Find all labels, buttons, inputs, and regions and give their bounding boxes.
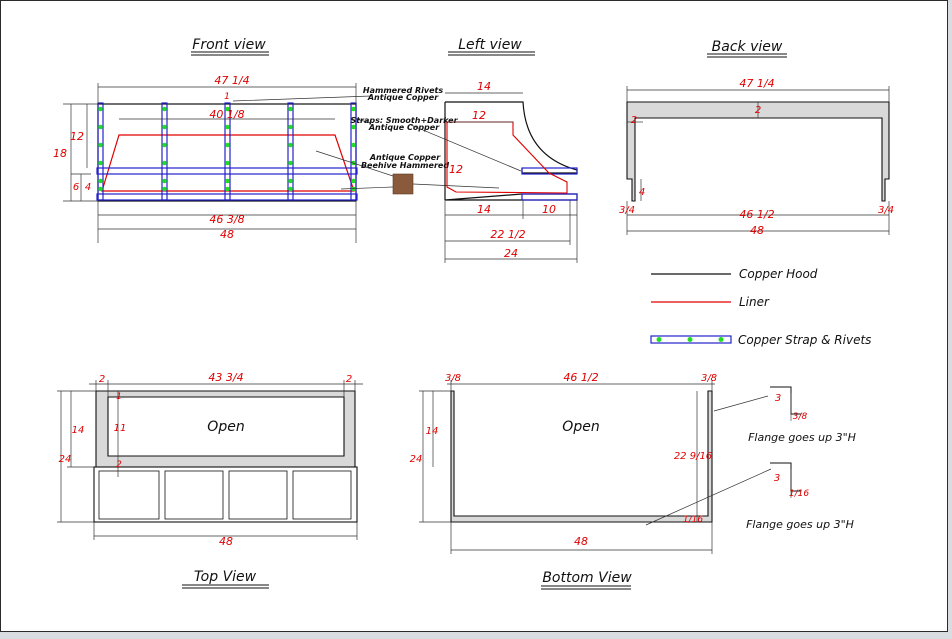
top-opening-height: 11 — [114, 423, 127, 434]
top-total-width: 48 — [219, 535, 233, 548]
front-bottom-width: 46 3/8 — [209, 213, 244, 226]
flange1-height: 3 — [775, 393, 781, 404]
front-lower-height-a: 6 — [73, 182, 79, 193]
front-total-height: 18 — [53, 147, 67, 160]
back-foot-left: 3/4 — [619, 205, 635, 216]
bottom-flange-left: 3/8 — [445, 373, 461, 384]
front-vertical-straps — [97, 102, 357, 201]
bottom-total-height: 24 — [410, 454, 423, 465]
left-liner-profile — [446, 121, 568, 194]
bottom-corner: 1/16 — [683, 515, 703, 525]
back-total-width: 48 — [750, 224, 764, 237]
left-depth-mid: 22 1/2 — [490, 228, 525, 241]
top-lower-box — [93, 466, 358, 523]
flange-note-2: Flange goes up 3"H — [746, 518, 854, 531]
front-inner-small: 1 — [224, 92, 230, 102]
top-left-wall: 2 — [99, 374, 105, 385]
front-note-leaders — [232, 95, 500, 190]
front-total-width: 48 — [220, 228, 234, 241]
left-top-depth: 14 — [477, 80, 491, 93]
back-wall-top: 2 — [755, 105, 761, 116]
back-inner-width: 46 1/2 — [739, 208, 774, 221]
front-top-width: 47 1/4 — [214, 74, 249, 87]
front-dimension-lines — [63, 83, 357, 243]
top-inner-width: 43 3/4 — [208, 371, 243, 384]
back-foot-right: 3/4 — [878, 205, 894, 216]
top-dimension-lines — [57, 380, 363, 540]
flange1-width: 3/8 — [793, 412, 808, 422]
front-view: Front view — [53, 37, 500, 243]
note-swatch-line2: Beehive Hammered — [361, 161, 449, 170]
front-upper-height: 12 — [70, 130, 84, 143]
bottom-flange-right: 3/8 — [701, 373, 717, 384]
left-lower-b: 10 — [542, 203, 556, 216]
flange2-height: 3 — [774, 473, 780, 484]
left-view-title: Left view — [458, 37, 522, 53]
flange2-width: 1/16 — [789, 489, 809, 499]
note-rivets-line1: Hammered Rivets — [363, 86, 443, 95]
top-mid-height: 14 — [72, 425, 85, 436]
bottom-view: Open 3/8 46 1/2 3/8 14 24 22 9/16 1/16 4… — [410, 371, 856, 590]
legend-liner-label: Liner — [739, 295, 770, 309]
front-inner-width: 40 1/8 — [209, 108, 244, 121]
left-view: Left view 14 12 12 14 10 22 1/2 24 — [410, 37, 578, 263]
top-open-label: Open — [207, 419, 244, 435]
flange-note-1: Flange goes up 3"H — [748, 431, 856, 444]
note-straps-line2: Antique Copper — [368, 123, 440, 132]
legend: Copper Hood Liner Copper Strap & Rivets — [650, 267, 871, 347]
back-top-width: 47 1/4 — [739, 77, 774, 90]
flange-detail-2: 3 1/16 Flange goes up 3"H — [746, 462, 854, 531]
bottom-dimension-lines — [419, 380, 772, 554]
back-hood-section — [626, 101, 890, 202]
left-strap-top — [521, 167, 578, 175]
top-view-title: Top View — [194, 569, 257, 585]
legend-hood-label: Copper Hood — [739, 267, 818, 281]
bottom-side-depth: 22 9/16 — [674, 451, 712, 462]
front-horizontal-straps — [96, 167, 358, 201]
legend-strap-label: Copper Strap & Rivets — [738, 333, 871, 347]
top-lower-panels — [98, 470, 352, 520]
back-view-title: Back view — [712, 39, 783, 55]
front-rivets — [98, 106, 356, 192]
left-hood-profile — [444, 101, 578, 201]
top-total-height: 24 — [59, 454, 72, 465]
top-wall-2: 2 — [116, 460, 122, 470]
hammered-copper-swatch — [392, 173, 414, 195]
legend-strap-swatch — [650, 335, 732, 344]
bottom-pan-section — [450, 390, 713, 523]
flange-detail-1: 3 3/8 Flange goes up 3"H — [748, 386, 856, 444]
front-lower-height-b: 4 — [85, 182, 91, 193]
left-depth-total: 24 — [504, 247, 518, 260]
left-dimension-lines — [444, 92, 578, 263]
bottom-mid-height: 14 — [426, 426, 439, 437]
note-straps-line1: Straps: Smooth+Darker — [350, 116, 458, 125]
bottom-total-width: 48 — [574, 535, 588, 548]
front-view-title: Front view — [192, 37, 266, 53]
back-view: Back view 47 1/4 2 2 4 3/4 3/4 46 1/2 48 — [619, 39, 894, 237]
top-right-wall: 2 — [346, 374, 352, 385]
back-dimension-lines — [626, 86, 890, 235]
back-side-height: 4 — [639, 187, 645, 198]
note-swatch-line1: Antique Copper — [369, 153, 441, 162]
note-rivets-line2: Antique Copper — [367, 93, 439, 102]
top-view: Open 2 43 3/4 2 1 11 2 14 24 48 Top View — [57, 371, 363, 589]
bottom-open-label: Open — [562, 419, 599, 435]
left-liner-depth: 12 — [472, 109, 486, 122]
back-wall-side: 2 — [631, 115, 637, 126]
bottom-view-title: Bottom View — [542, 570, 632, 586]
bottom-inner-width: 46 1/2 — [563, 371, 598, 384]
left-liner-height: 12 — [449, 163, 463, 176]
top-wall-1: 1 — [116, 392, 122, 402]
left-strap-bottom — [521, 193, 578, 201]
left-lower-a: 14 — [477, 203, 491, 216]
